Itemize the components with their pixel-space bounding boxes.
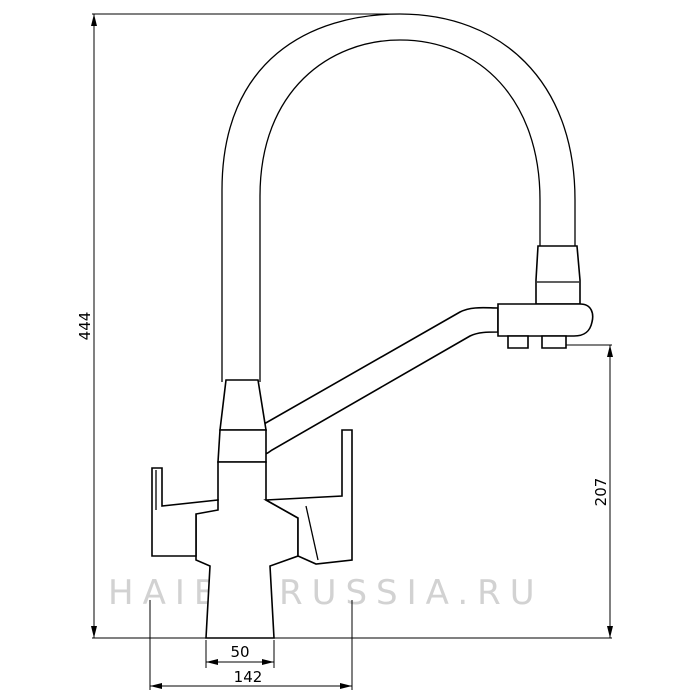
arrow-spout-top (607, 345, 613, 357)
arrow-50-right (262, 659, 274, 665)
arrow-spout-bottom (607, 626, 613, 638)
arrow-142-right (340, 683, 352, 689)
right-handle (263, 429, 353, 565)
dimension-label-50: 50 (230, 643, 249, 661)
outlet-nozzle-right (541, 335, 567, 349)
dimension-base-width: 50 (205, 640, 275, 668)
arrow-50-left (206, 659, 218, 665)
arrow-142-left (150, 683, 162, 689)
right-handle-detail (305, 505, 319, 561)
gooseneck-inner (259, 39, 541, 382)
dimension-label-142: 142 (234, 668, 263, 686)
dimension-label-207: 207 (592, 478, 610, 507)
dimension-label-444: 444 (76, 312, 94, 341)
body-collar-lower (217, 429, 267, 463)
filter-spout-arm (246, 306, 499, 457)
dimension-spout-height: 207 (566, 344, 613, 638)
spout-head (535, 245, 581, 305)
watermark-text: HAIBA-RUSSIA.RU (108, 573, 544, 613)
outlet-block (497, 303, 594, 337)
dimension-overall-width: 142 (149, 600, 353, 690)
left-handle (151, 467, 219, 557)
body-collar (219, 379, 267, 431)
arrow-bottom (91, 626, 97, 638)
gooseneck-outer (221, 13, 576, 382)
arrow-top (91, 14, 97, 26)
faucet-outline (151, 13, 594, 639)
outlet-nozzle-left (507, 335, 529, 349)
